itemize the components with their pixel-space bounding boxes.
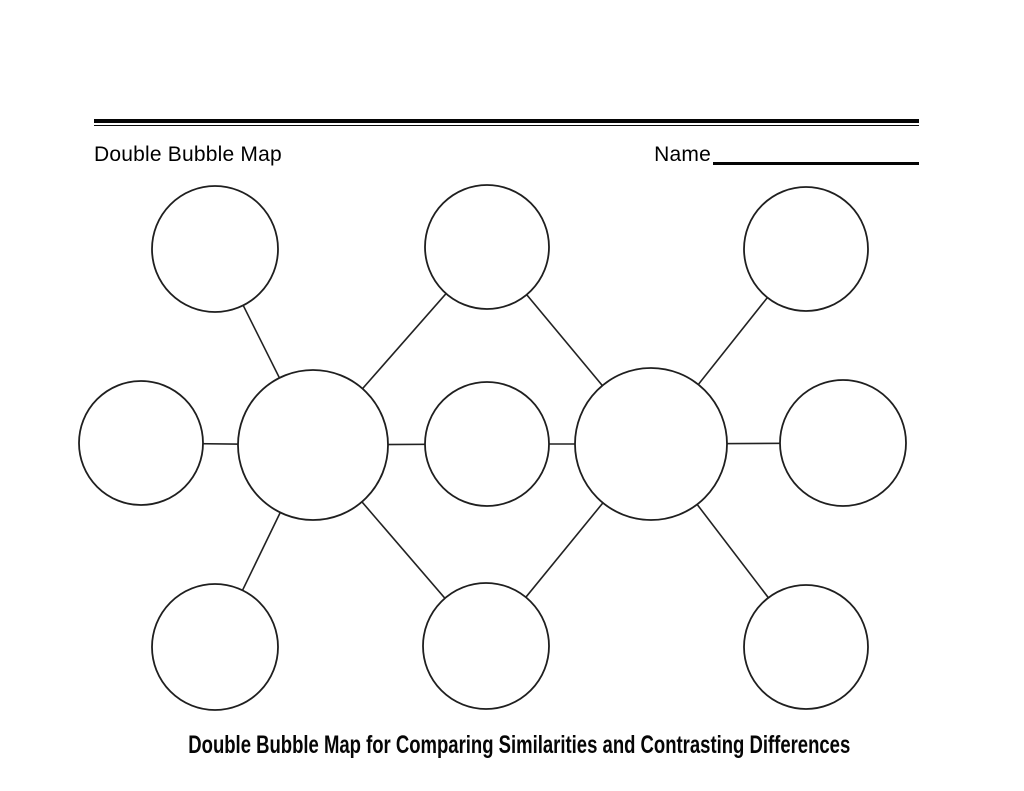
- bubble-far-left: [78, 380, 204, 506]
- name-label: Name: [654, 142, 711, 166]
- bubble-top-left: [151, 185, 279, 313]
- header-double-rule: [94, 119, 919, 126]
- name-blank-line: [713, 162, 919, 165]
- bubble-top-right: [743, 186, 869, 312]
- name-field: Name: [654, 143, 919, 167]
- bubble-middle: [424, 381, 550, 507]
- bubble-main-right: [574, 367, 728, 521]
- footer-caption-wrap: Double Bubble Map for Comparing Similari…: [7, 731, 1024, 760]
- page-title: Double Bubble Map: [94, 142, 282, 166]
- header-row: Double Bubble Map Name: [94, 143, 919, 167]
- bubble-main-left: [237, 369, 389, 521]
- bubble-bottom-right: [743, 584, 869, 710]
- bubble-far-right: [779, 379, 907, 507]
- bubble-top-middle: [424, 184, 550, 310]
- footer-caption: Double Bubble Map for Comparing Similari…: [188, 731, 850, 759]
- bubble-bottom-middle: [422, 582, 550, 710]
- bubble-bottom-left: [151, 583, 279, 711]
- header: Double Bubble Map Name: [94, 119, 919, 167]
